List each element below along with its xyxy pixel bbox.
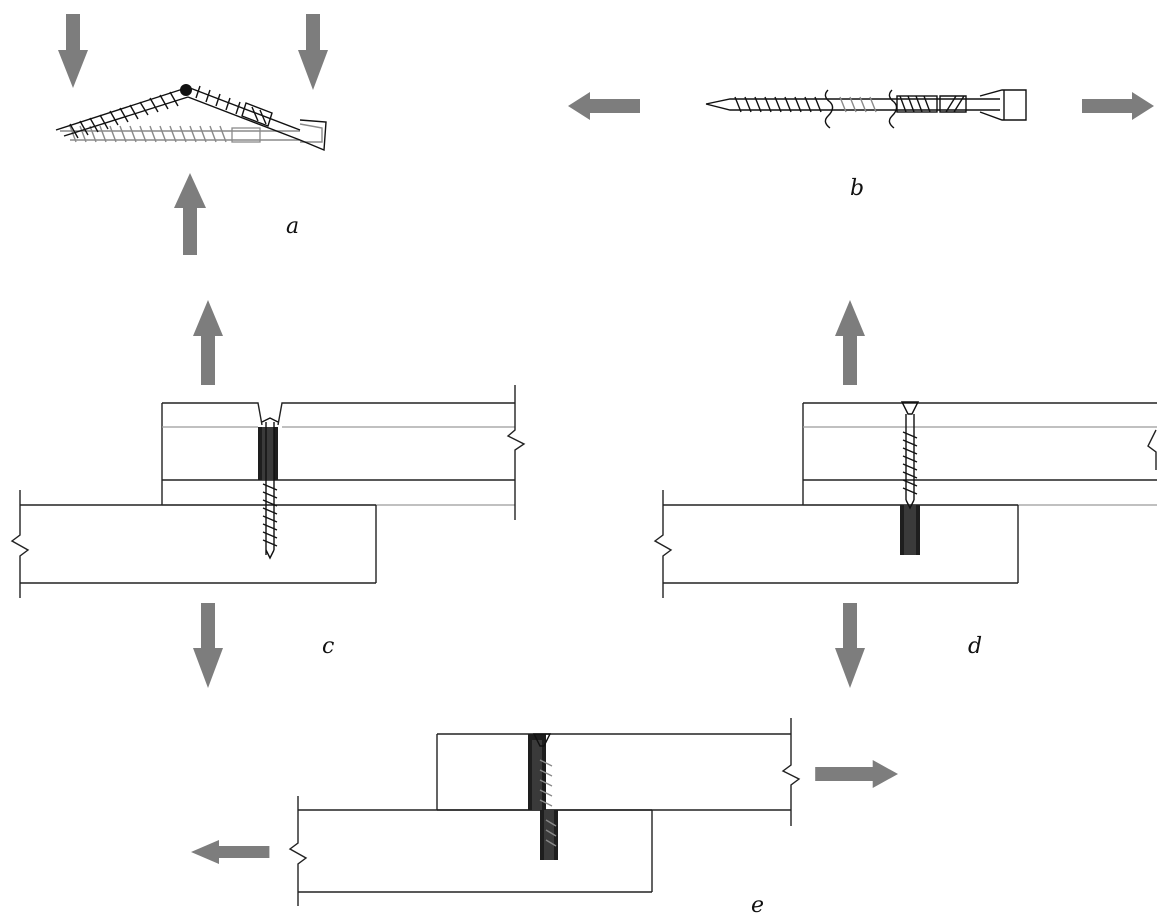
arrow-right-b xyxy=(1082,92,1154,120)
arrow-up-a xyxy=(183,205,197,255)
screw-e xyxy=(532,733,557,847)
arrow-down-d-head xyxy=(835,648,865,688)
tension-screw xyxy=(705,89,1027,129)
arrow-up-d-head xyxy=(835,300,865,336)
arrow-right-e xyxy=(815,760,898,788)
straight-screw-ghost xyxy=(60,123,323,143)
bent-screw xyxy=(55,84,327,152)
arrow-down-d xyxy=(843,603,857,651)
arrow-up-d xyxy=(843,330,857,385)
arrow-down-c xyxy=(201,603,215,651)
screw-d xyxy=(900,401,920,510)
panel-a: a xyxy=(55,14,328,255)
label-d: d xyxy=(968,634,982,659)
arrow-down-right xyxy=(306,14,320,52)
arrow-down-left xyxy=(66,14,80,52)
arrow-up-c-head xyxy=(193,300,223,336)
panel-d: d xyxy=(653,300,1157,688)
arrow-left-b xyxy=(568,92,640,120)
lower-board-e xyxy=(288,796,653,906)
panel-c: c xyxy=(10,300,526,688)
bend-point xyxy=(180,84,192,96)
upper-board-c xyxy=(161,385,526,520)
lower-board-c xyxy=(10,490,377,598)
arrow-left-e xyxy=(191,840,270,864)
arrow-down-c-head xyxy=(193,648,223,688)
label-a: a xyxy=(286,214,299,239)
upper-board-d xyxy=(802,402,1157,506)
lower-board-d xyxy=(653,490,1019,598)
panel-e: e xyxy=(191,718,898,914)
arrow-down-right-head xyxy=(298,50,328,90)
label-b: b xyxy=(850,176,864,201)
label-c: c xyxy=(322,634,334,659)
arrow-up-c xyxy=(201,330,215,385)
arrow-down-left-head xyxy=(58,50,88,88)
arrow-up-a-head xyxy=(174,173,206,208)
label-e: e xyxy=(751,893,764,914)
panel-b: b xyxy=(568,89,1154,201)
screw-c xyxy=(261,417,279,560)
